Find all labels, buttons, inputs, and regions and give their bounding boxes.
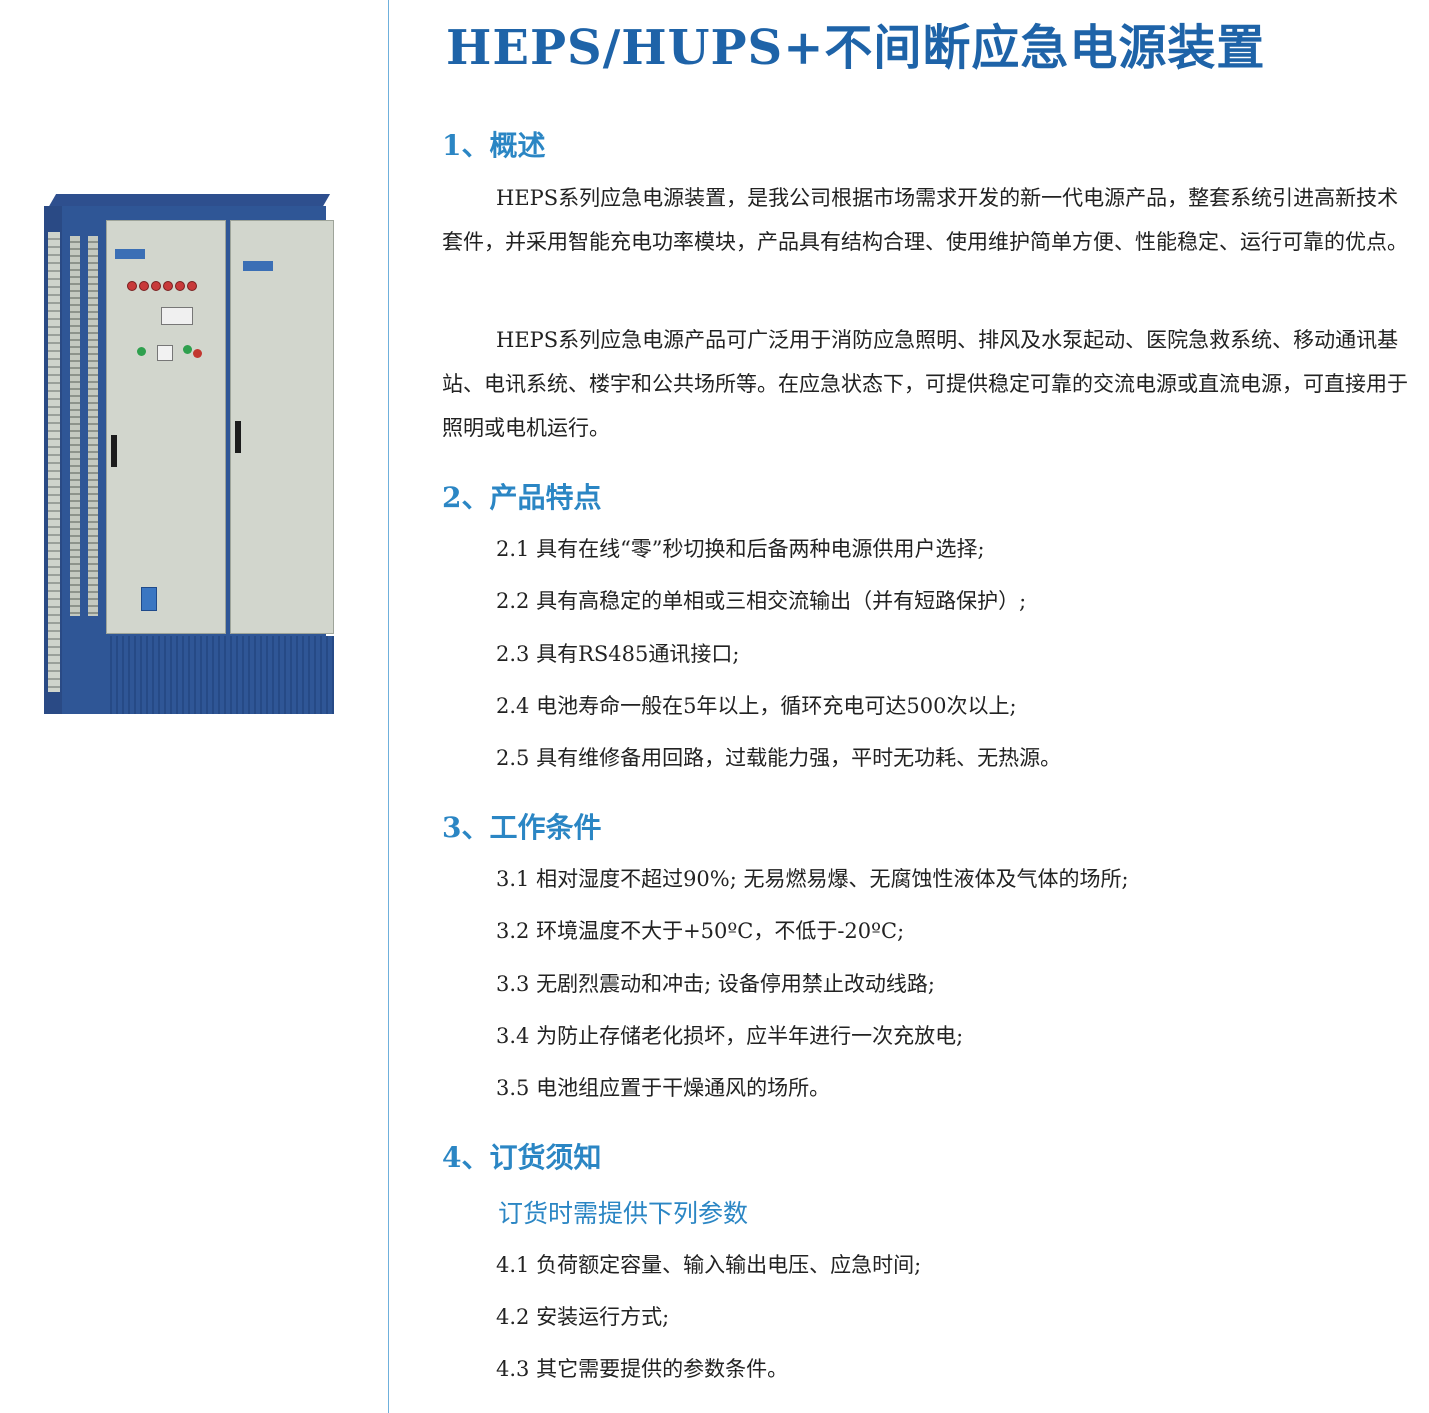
page-title: HEPS/HUPS+不间断应急电源装置 — [446, 20, 1266, 76]
display-screen — [161, 307, 193, 325]
overview-paragraph-2: HEPS系列应急电源产品可广泛用于消防应急照明、排风及水泵起动、医院急救系统、移… — [442, 328, 1408, 440]
cabinet-vent-left — [70, 236, 80, 616]
door-nameplate — [243, 261, 273, 271]
feature-item: 2.4 电池寿命一般在5年以上，循环充电可达500次以上; — [496, 694, 1017, 718]
ordering-subheading: 订货时需提供下列参数 — [498, 1199, 749, 1228]
condition-item: 3.2 环境温度不大于+50ºC，不低于-20ºC; — [496, 919, 905, 943]
column-divider — [388, 0, 389, 1413]
indicator-lamp — [187, 281, 197, 291]
cabinet-door-left — [106, 220, 226, 634]
door-handle — [235, 421, 241, 453]
condition-item: 3.4 为防止存储老化损坏，应半年进行一次充放电; — [496, 1024, 964, 1048]
product-image-cabinet — [44, 194, 334, 714]
cabinet-front — [62, 206, 334, 714]
green-button-icon — [183, 345, 192, 354]
condition-item: 3.1 相对湿度不超过90%; 无易燃易爆、无腐蚀性液体及气体的场所; — [496, 867, 1129, 891]
ordering-item: 4.1 负荷额定容量、输入输出电压、应急时间; — [496, 1253, 922, 1277]
stop-button-icon — [193, 349, 202, 358]
overview-paragraph-1: HEPS系列应急电源装置，是我公司根据市场需求开发的新一代电源产品，整套系统引进… — [442, 186, 1408, 254]
cabinet-base-vent — [106, 636, 334, 714]
ordering-item: 4.3 其它需要提供的参数条件。 — [496, 1357, 789, 1381]
cabinet-door-right — [230, 220, 334, 634]
feature-item: 2.5 具有维修备用回路，过载能力强，平时无功耗、无热源。 — [496, 746, 1062, 770]
cabinet-side — [44, 206, 62, 714]
feature-item: 2.3 具有RS485通讯接口; — [496, 642, 740, 666]
cabinet-side-vent — [48, 232, 60, 692]
meter-icon — [157, 345, 173, 361]
section-heading-features: 2、产品特点 — [442, 481, 602, 514]
section-heading-conditions: 3、工作条件 — [442, 811, 602, 844]
start-button-icon — [137, 347, 146, 356]
feature-item: 2.2 具有高稳定的单相或三相交流输出（并有短路保护）; — [496, 589, 1027, 613]
indicator-lamp — [127, 281, 137, 291]
door-label-plate — [141, 587, 157, 611]
indicator-lamp — [151, 281, 161, 291]
cabinet-vent-left-2 — [88, 236, 98, 616]
feature-item: 2.1 具有在线“零”秒切换和后备两种电源供用户选择; — [496, 537, 985, 561]
ordering-item: 4.2 安装运行方式; — [496, 1305, 670, 1329]
door-handle — [111, 435, 117, 467]
indicator-lamp — [163, 281, 173, 291]
indicator-lamp — [175, 281, 185, 291]
section-heading-overview: 1、概述 — [442, 129, 546, 162]
indicator-lamp — [139, 281, 149, 291]
door-nameplate — [115, 249, 145, 259]
section-heading-ordering: 4、订货须知 — [442, 1141, 602, 1174]
condition-item: 3.3 无剧烈震动和冲击; 设备停用禁止改动线路; — [496, 972, 935, 996]
condition-item: 3.5 电池组应置于干燥通风的场所。 — [496, 1076, 831, 1100]
